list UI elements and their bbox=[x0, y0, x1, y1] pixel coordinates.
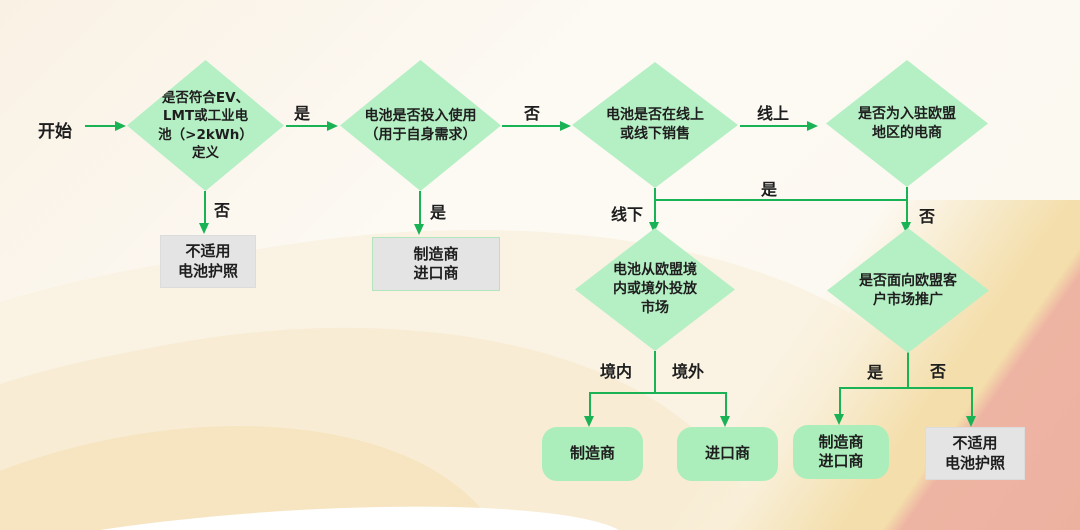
arrowhead bbox=[807, 121, 818, 131]
arrowhead bbox=[560, 121, 571, 131]
line-d6-stub bbox=[907, 352, 909, 388]
arrow-d5-to-r4 bbox=[725, 392, 727, 416]
start-label: 开始 bbox=[38, 122, 72, 142]
arrowhead bbox=[414, 224, 424, 235]
edge-label-d1-no: 否 bbox=[214, 201, 231, 220]
arrow-d2-to-d3 bbox=[502, 125, 560, 127]
edge-label-d5-inside: 境内 bbox=[600, 362, 633, 381]
arrow-d5-to-r3 bbox=[589, 392, 591, 416]
arrow-d6-to-r5 bbox=[839, 387, 841, 414]
arrowhead bbox=[901, 222, 911, 233]
arrowhead bbox=[966, 416, 976, 427]
decision-market-inside-outside-eu: 电池从欧盟境 内或境外投放 市场 bbox=[575, 228, 735, 351]
line-d4-yes-junction bbox=[654, 199, 908, 201]
arrow-d3-to-d5 bbox=[654, 188, 656, 222]
result-not-applicable-1: 不适用 电池护照 bbox=[160, 235, 256, 288]
arrowhead bbox=[720, 416, 730, 427]
edge-label-d2-yes: 是 bbox=[430, 203, 447, 222]
edge-label-d4-yes: 是 bbox=[761, 180, 778, 199]
arrowhead bbox=[199, 223, 209, 234]
edge-label-d3-offline: 线下 bbox=[611, 205, 644, 224]
edge-label-d5-outside: 境外 bbox=[672, 362, 705, 381]
arrow-d4-to-d6 bbox=[906, 187, 908, 222]
line-d5-stub bbox=[654, 351, 656, 393]
arrow-d1-to-r1 bbox=[204, 191, 206, 223]
result-importer: 进口商 bbox=[677, 427, 778, 481]
line-d6-split bbox=[839, 387, 973, 389]
arrow-d6-to-r6 bbox=[971, 387, 973, 416]
edge-label-d6-yes: 是 bbox=[867, 363, 884, 382]
arrow-d3-to-d4 bbox=[740, 125, 807, 127]
edge-label-d3-online: 线上 bbox=[757, 104, 790, 123]
arrowhead bbox=[327, 121, 338, 131]
result-manufacturer: 制造商 bbox=[542, 427, 643, 481]
edge-label-d2-no: 否 bbox=[524, 104, 541, 123]
line-d5-split bbox=[589, 392, 727, 394]
edge-label-d6-no: 否 bbox=[930, 362, 947, 381]
arrow-d2-to-r2 bbox=[419, 191, 421, 224]
result-not-applicable-2: 不适用 电池护照 bbox=[925, 427, 1025, 480]
decision-put-into-service: 电池是否投入使用 （用于自身需求） bbox=[340, 60, 501, 191]
decision-eu-registered-ecommerce: 是否为入驻欧盟 地区的电商 bbox=[826, 60, 988, 187]
arrow-d1-to-d2 bbox=[286, 125, 327, 127]
result-manufacturer-importer-2: 制造商 进口商 bbox=[793, 425, 889, 479]
decision-targets-eu-customers: 是否面向欧盟客 户市场推广 bbox=[827, 228, 989, 353]
arrow-start-to-d1 bbox=[85, 125, 115, 127]
background-wave-yellow bbox=[0, 352, 561, 530]
background-blob-right bbox=[930, 215, 1080, 530]
arrowhead bbox=[115, 121, 126, 131]
result-manufacturer-importer-1: 制造商 进口商 bbox=[372, 237, 500, 291]
background-bottom-white-curve bbox=[0, 487, 633, 530]
decision-battery-definition: 是否符合EV、 LMT或工业电 池（>2kWh） 定义 bbox=[127, 60, 284, 191]
arrowhead bbox=[834, 414, 844, 425]
edge-label-d1-yes: 是 bbox=[294, 104, 311, 123]
decision-online-offline-sales: 电池是否在线上 或线下销售 bbox=[572, 62, 738, 188]
arrowhead bbox=[584, 416, 594, 427]
arrowhead bbox=[649, 222, 659, 233]
edge-label-d4-no: 否 bbox=[919, 207, 936, 226]
